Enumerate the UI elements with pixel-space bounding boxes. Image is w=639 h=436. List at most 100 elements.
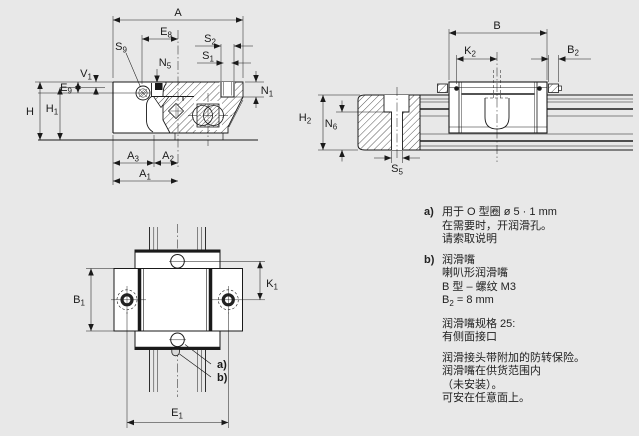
tv-extension-lines xyxy=(86,261,265,428)
dim-label-N6: N6 xyxy=(325,118,338,132)
note-line: 润滑接头带附加的防转保险。 xyxy=(442,351,585,364)
rail-thread-hole xyxy=(219,82,235,98)
carriage-side xyxy=(448,52,548,162)
note-line: 润滑嘴规格 25: xyxy=(442,317,516,330)
dim-label-A1: A1 xyxy=(139,168,151,182)
dim-label-N1: N1 xyxy=(261,85,274,99)
xs-dimension-lines xyxy=(37,17,259,184)
dim-label-E1: E1 xyxy=(171,407,183,421)
funnel-nipple-right xyxy=(548,83,562,93)
note-paragraph: 润滑接头带附加的防转保险。润滑嘴在供货范围内（未安装）。可安在任意面上。 xyxy=(442,352,585,406)
note-text: B xyxy=(442,294,450,306)
note-line: 润滑嘴 xyxy=(442,253,475,266)
dim-label-S2: S2 xyxy=(204,33,216,47)
dim-label-subscript: 1 xyxy=(269,90,274,99)
note-line: 喇叭形润滑嘴 xyxy=(442,267,508,279)
dim-label-H1: H1 xyxy=(46,103,59,117)
dim-label-N5: N5 xyxy=(159,57,172,71)
dim-label-a: a) xyxy=(217,359,227,371)
dim-label-subscript: 2 xyxy=(574,49,579,58)
note-line: B2 = 8 mm xyxy=(442,294,585,311)
dim-label-subscript: 2 xyxy=(307,117,312,126)
dim-label-subscript: 1 xyxy=(146,173,151,182)
mounting-hole-left xyxy=(111,286,146,314)
carriage-contour xyxy=(146,83,154,133)
note-line: 在需要时，开润滑孔。 xyxy=(442,219,552,232)
dim-label-V1: V1 xyxy=(80,68,92,82)
note-paragraph: 润滑嘴规格 25:有侧面接口 xyxy=(442,318,585,345)
dim-label-subscript: 8 xyxy=(167,31,172,40)
ball-diamond xyxy=(167,102,185,120)
dim-label-B1: B1 xyxy=(73,294,85,308)
dim-label-subscript: 1 xyxy=(178,412,183,421)
mounting-hole-right xyxy=(210,286,265,314)
end-cap-bottom xyxy=(134,330,221,350)
note-line: B 型 – 螺纹 M3 xyxy=(442,280,516,293)
grease-cavity xyxy=(484,98,510,130)
dim-label-subscript: 3 xyxy=(134,155,139,164)
dim-label-S5: S5 xyxy=(391,163,403,177)
dim-label-A3: A3 xyxy=(127,150,139,164)
note-line: 有侧面接口 xyxy=(442,331,497,344)
sv-dimension-lines xyxy=(320,30,591,162)
note-line: 请索取说明 xyxy=(442,233,497,245)
dim-label-subscript: 1 xyxy=(209,55,214,64)
dim-label-E8: E8 xyxy=(160,26,172,40)
dim-label-B: B xyxy=(493,20,500,32)
dim-label-B2: B2 xyxy=(567,44,579,58)
note-line: （未安装）。 xyxy=(442,378,503,391)
note-line: 用于 O 型圈 ø 5 · 1 mm xyxy=(442,206,557,218)
dim-label-subscript: 2 xyxy=(169,155,174,164)
end-cap-top xyxy=(134,249,221,269)
dim-label-A: A xyxy=(174,7,182,19)
note-line: 可安在任意面上。 xyxy=(442,392,530,405)
dim-label-S1: S1 xyxy=(202,50,214,64)
ball-track-section xyxy=(188,93,232,146)
dim-label-H: H xyxy=(26,106,34,118)
dim-label-E9: E9 xyxy=(60,82,72,96)
dim-label-subscript: 9 xyxy=(67,87,72,96)
dim-label-subscript: 9 xyxy=(122,46,127,55)
note-line: 润滑嘴在供货范围内 xyxy=(442,365,541,378)
note-subscript: 2 xyxy=(449,299,454,309)
dim-label-subscript: 1 xyxy=(54,108,59,117)
dim-label-A2: A2 xyxy=(162,150,174,164)
dim-label-subscript: 2 xyxy=(471,50,476,59)
dim-label-subscript: 5 xyxy=(167,62,172,71)
leader-a xyxy=(184,344,212,365)
funnel-nipple-left xyxy=(437,83,448,93)
lube-port-dot-right xyxy=(537,86,542,91)
dim-label-b: b) xyxy=(217,372,228,384)
rail-top-view-lines xyxy=(149,227,206,392)
note-marker: a) xyxy=(424,206,434,218)
dim-label-H2: H2 xyxy=(299,112,312,126)
dim-label-S9: S9 xyxy=(115,41,127,55)
lube-port-dot-left xyxy=(454,86,459,91)
lube-port-top xyxy=(155,83,163,90)
leader-b xyxy=(179,353,212,378)
dim-label-subscript: 6 xyxy=(333,123,338,132)
rail-end-section xyxy=(357,87,421,160)
note-text: = 8 mm xyxy=(453,294,494,306)
tv-dimension-lines xyxy=(88,261,263,426)
dim-label-subscript: 2 xyxy=(211,38,216,47)
dim-label-subscript: 1 xyxy=(80,299,85,308)
dim-label-subscript: 5 xyxy=(398,168,403,177)
note-marker: b) xyxy=(424,253,435,266)
dim-label-K2: K2 xyxy=(464,45,476,59)
dim-label-subscript: 1 xyxy=(273,283,278,292)
lube-nipple xyxy=(171,349,180,357)
